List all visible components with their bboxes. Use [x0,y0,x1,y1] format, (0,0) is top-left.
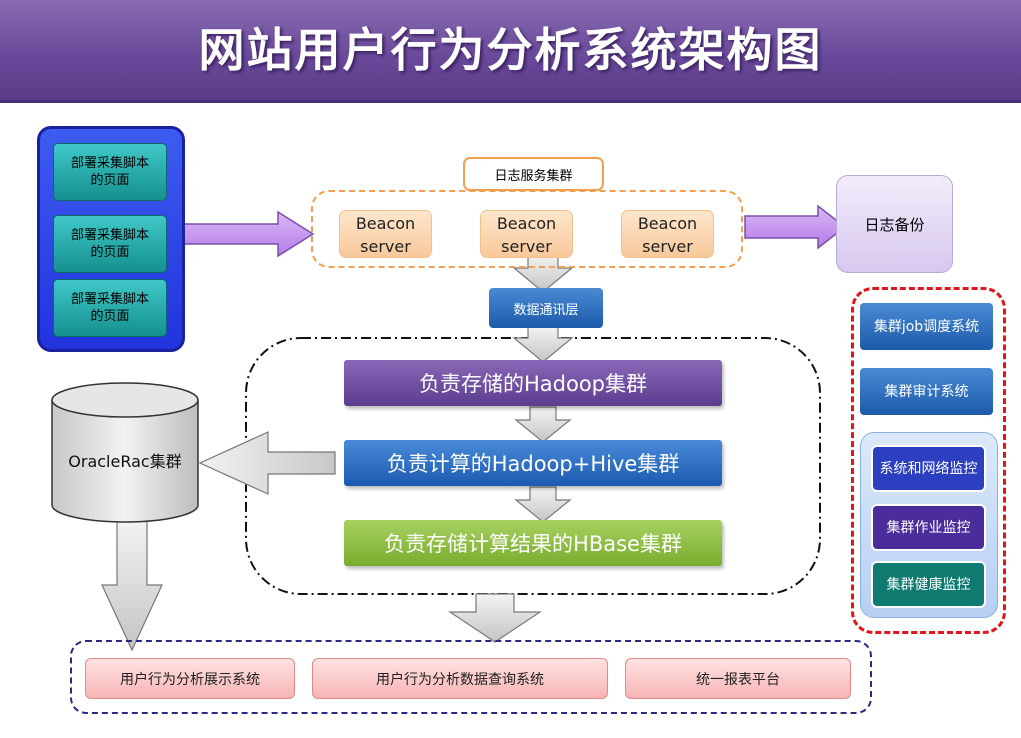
beacon-server-1-line2: server [360,237,411,256]
hbase-results-cluster: 负责存储计算结果的HBase集群 [344,520,722,566]
cluster-management-frame [851,287,1006,634]
log-backup-box: 日志备份 [836,175,953,273]
network-monitor-box: 系统和网络监控 [871,445,986,492]
analysis-display-system: 用户行为分析展示系统 [85,658,295,699]
arrow-down-5 [448,593,542,643]
arrow-oracle-down [101,517,163,652]
collection-page-3: 部署采集脚本的页面 [53,279,167,337]
beacon-server-3-line2: server [642,237,693,256]
arrow-down-4 [514,486,572,523]
beacon-server-3: Beacon server [621,210,714,258]
arrow-down-3 [514,406,572,443]
hadoop-hive-compute-cluster: 负责计算的Hadoop+Hive集群 [344,440,722,486]
collection-page-2: 部署采集脚本的页面 [53,215,167,273]
job-monitor-box: 集群作业监控 [871,504,986,551]
arrow-beacon-to-backup [744,204,847,250]
oracle-database-icon [51,382,199,523]
log-service-cluster-frame [311,190,743,268]
beacon-server-2-line1: Beacon [496,214,557,233]
beacon-server-1: Beacon server [339,210,432,258]
beacon-server-3-line1: Beacon [637,214,698,233]
data-comm-layer: 数据通讯层 [489,288,603,328]
arrow-pages-to-beacon [182,210,315,258]
beacon-server-2-line2: server [501,237,552,256]
job-scheduler-box: 集群job调度系统 [860,303,993,350]
applications-frame [70,640,872,714]
page-title: 网站用户行为分析系统架构图 [198,23,823,77]
arrow-down-2 [512,325,574,363]
health-monitor-box: 集群健康监控 [871,561,986,608]
unified-report-platform: 统一报表平台 [625,658,851,699]
beacon-server-2: Beacon server [480,210,573,258]
cluster-audit-box: 集群审计系统 [860,368,993,415]
oracle-rac-label: OracleRac集群 [68,452,182,471]
arrow-to-oracle [198,431,336,495]
collection-page-1: 部署采集脚本的页面 [53,143,167,201]
data-query-system: 用户行为分析数据查询系统 [312,658,608,699]
log-service-cluster-label: 日志服务集群 [463,157,604,191]
beacon-server-1-line1: Beacon [355,214,416,233]
hadoop-storage-cluster: 负责存储的Hadoop集群 [344,360,722,406]
title-bar [0,0,1021,103]
